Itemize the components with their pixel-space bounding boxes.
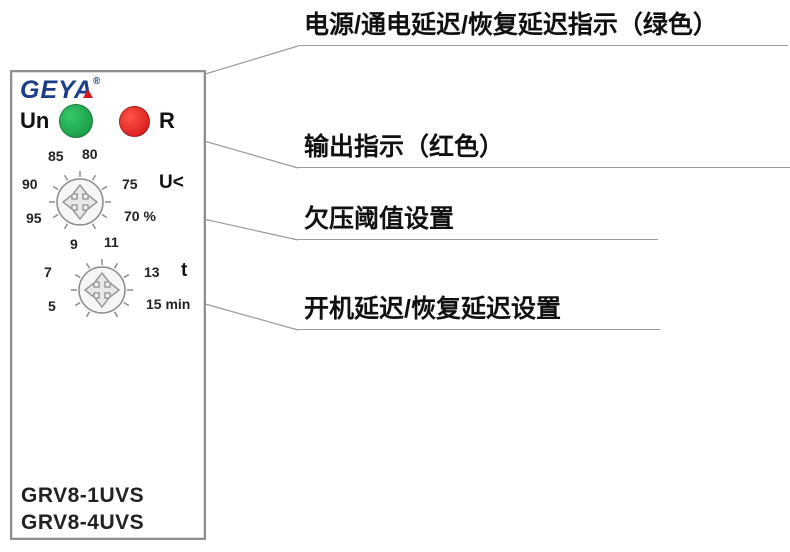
dial2-tick-7: 7 <box>44 264 52 280</box>
annotation-power-indicator: 电源/通电延迟/恢复延迟指示（绿色） <box>298 8 788 46</box>
dial1-tick-85: 85 <box>48 148 64 164</box>
un-label: Un <box>20 108 50 133</box>
rotary-knob-icon <box>49 171 111 230</box>
dial1-tick-80: 80 <box>82 146 98 162</box>
dial1-tick-95: 95 <box>26 210 42 226</box>
undervoltage-threshold-dial: 85 80 90 75 95 70 % U< <box>18 146 203 254</box>
output-led-red <box>119 106 150 137</box>
dial2-tick-11: 11 <box>104 234 119 250</box>
annotation-power-indicator-text: 电源/通电延迟/恢复延迟指示（绿色） <box>304 11 718 39</box>
dial2-label-t: t <box>181 260 188 281</box>
annotation-undervoltage-threshold: 欠压阈值设置 <box>298 204 658 240</box>
dial1-label-u-less: U< <box>159 172 184 193</box>
dial1-tick-70pct: 70 % <box>124 208 156 224</box>
dial2-tick-9: 9 <box>70 236 78 252</box>
power-led-green <box>59 104 93 138</box>
annotation-output-indicator-text: 输出指示（红色） <box>304 133 505 161</box>
model-grv8-4uvs: GRV8-4UVS <box>21 511 145 534</box>
led-indicator-row: Un R <box>12 104 204 142</box>
dial2-tick-13: 13 <box>144 264 160 280</box>
registered-trademark-icon: ® <box>93 76 101 87</box>
geya-logo-text: GEYA <box>20 76 93 104</box>
rotary-knob-icon <box>71 259 133 318</box>
model-numbers: GRV8-1UVS GRV8-4UVS <box>21 482 144 536</box>
annotation-startup-delay: 开机延迟/恢复延迟设置 <box>298 294 660 330</box>
dial2-tick-15min: 15 min <box>146 296 191 312</box>
dial1-tick-90: 90 <box>22 176 38 192</box>
device-panel: GEYA® Un R 85 80 90 75 95 70 % U< <box>10 70 206 540</box>
delay-time-dial: 9 11 7 13 5 15 min t <box>40 234 225 342</box>
dial2-tick-5: 5 <box>48 298 56 314</box>
annotation-startup-delay-text: 开机延迟/恢复延迟设置 <box>304 295 561 323</box>
geya-logo: GEYA® <box>20 76 100 106</box>
r-label: R <box>159 108 175 133</box>
annotation-output-indicator: 输出指示（红色） <box>298 132 790 168</box>
annotation-undervoltage-threshold-text: 欠压阈值设置 <box>304 205 455 233</box>
logo-red-triangle-icon <box>83 89 93 98</box>
dial1-tick-75: 75 <box>122 176 138 192</box>
model-grv8-1uvs: GRV8-1UVS <box>21 484 145 507</box>
